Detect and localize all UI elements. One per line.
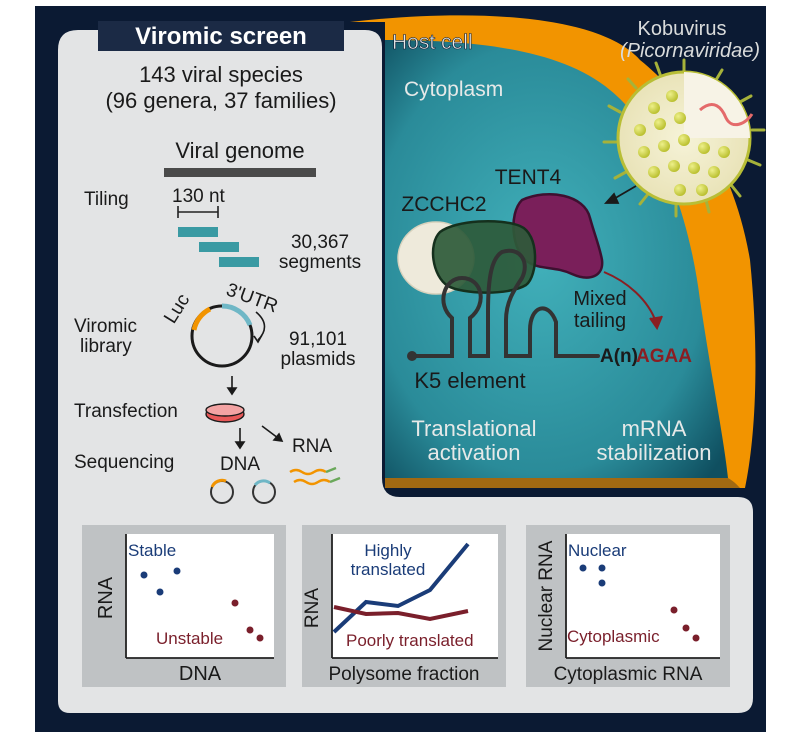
unstable-point bbox=[256, 634, 264, 642]
zcchc2-protein bbox=[431, 219, 537, 294]
kobuvirus-particle bbox=[602, 58, 766, 218]
stabilization-label: stabilization bbox=[597, 440, 712, 465]
library-label-1: Viromic bbox=[74, 316, 137, 337]
cytoplasm-edge bbox=[385, 478, 740, 488]
chart2-ylabel: RNA bbox=[302, 588, 323, 628]
tile-size: 130 nt bbox=[172, 186, 226, 207]
rna-5prime-dot bbox=[407, 351, 417, 361]
chart3-bottom-label: Cytoplasmic bbox=[567, 627, 660, 646]
tailing-label: tailing bbox=[574, 310, 626, 332]
dna-label: DNA bbox=[220, 454, 260, 475]
cytoplasm-label: Cytoplasm bbox=[404, 78, 503, 101]
mixed-label: Mixed bbox=[573, 288, 626, 310]
genera-text: (96 genera, 37 families) bbox=[105, 88, 336, 113]
poorly-translated-line bbox=[333, 605, 469, 622]
arrow-icon bbox=[603, 185, 637, 204]
cytoplasmic-point bbox=[682, 624, 690, 632]
unstable-point bbox=[246, 626, 254, 634]
k5-element-rna bbox=[412, 248, 600, 358]
screen-title: Viromic screen bbox=[135, 23, 307, 50]
tile-segment bbox=[199, 242, 239, 252]
rna-label: RNA bbox=[292, 436, 332, 457]
culture-dish-icon bbox=[205, 403, 245, 423]
tail-agaa: AGAA bbox=[636, 346, 692, 367]
plasmids-count: 91,101 bbox=[289, 329, 347, 350]
cytoplasmic-point bbox=[670, 606, 678, 614]
transfection-label: Transfection bbox=[74, 401, 178, 422]
tile-segment bbox=[178, 227, 218, 237]
dna-plasmids-icon bbox=[210, 478, 276, 504]
library-label-2: library bbox=[80, 336, 132, 357]
plasmids-label: plasmids bbox=[281, 349, 356, 370]
chart2-xlabel: Polysome fraction bbox=[328, 664, 479, 685]
translational-label: Translational bbox=[411, 416, 536, 441]
stable-point bbox=[156, 588, 164, 596]
chart3-top-label: Nuclear bbox=[568, 541, 627, 560]
genome-bar bbox=[164, 168, 316, 177]
unstable-point bbox=[231, 599, 239, 607]
zcchc2-label: ZCCHC2 bbox=[401, 193, 486, 216]
species-text: 143 viral species bbox=[139, 62, 303, 87]
stable-point bbox=[140, 571, 148, 579]
segments-count: 30,367 bbox=[291, 232, 349, 253]
arrow-icon bbox=[234, 425, 284, 450]
stable-point bbox=[173, 567, 181, 575]
tent4-label: TENT4 bbox=[495, 166, 562, 189]
activation-label: activation bbox=[428, 440, 521, 465]
chart2-top-label-2: translated bbox=[351, 560, 426, 579]
chart3-xlabel: Cytoplasmic RNA bbox=[554, 664, 703, 685]
rna-strands-icon bbox=[289, 466, 341, 486]
genome-label: Viral genome bbox=[175, 138, 304, 163]
arrow-down-icon bbox=[226, 376, 238, 396]
chart1-xlabel: DNA bbox=[179, 663, 222, 685]
host-cell-label: Host cell bbox=[392, 31, 473, 54]
chart1-bottom-label: Unstable bbox=[156, 629, 223, 648]
tailing-arrow-icon bbox=[603, 271, 663, 331]
title-tab bbox=[98, 21, 344, 51]
cytoplasmic-point bbox=[692, 634, 700, 642]
chart1-ylabel: RNA bbox=[95, 576, 117, 619]
chart-polysome: RNA Polysome fraction Highly translated … bbox=[302, 525, 506, 687]
virus-name: Kobuvirus bbox=[638, 18, 727, 40]
segments-label: segments bbox=[279, 252, 361, 273]
chart-stability: RNA DNA Stable Unstable bbox=[82, 525, 286, 687]
tile-scale-bracket bbox=[177, 206, 219, 218]
nuclear-point bbox=[579, 564, 587, 572]
tiling-label: Tiling bbox=[84, 189, 129, 210]
nuclear-point bbox=[598, 579, 606, 587]
tile-segment bbox=[219, 257, 259, 267]
plasmid-icon bbox=[190, 303, 266, 368]
chart2-bottom-label: Poorly translated bbox=[346, 631, 474, 650]
chart2-top-label-1: Highly bbox=[364, 541, 412, 560]
nuclear-point bbox=[598, 564, 606, 572]
mrna-label: mRNA bbox=[622, 416, 687, 441]
chart3-ylabel: Nuclear RNA bbox=[536, 540, 557, 651]
virus-family: (Picornaviridae) bbox=[620, 40, 760, 62]
tail-an: A(n) bbox=[600, 346, 638, 367]
chart1-top-label: Stable bbox=[128, 541, 176, 560]
chart-localization: Nuclear RNA Cytoplasmic RNA Nuclear Cyto… bbox=[526, 525, 730, 687]
k5-label: K5 element bbox=[414, 368, 525, 393]
sequencing-label: Sequencing bbox=[74, 452, 174, 473]
